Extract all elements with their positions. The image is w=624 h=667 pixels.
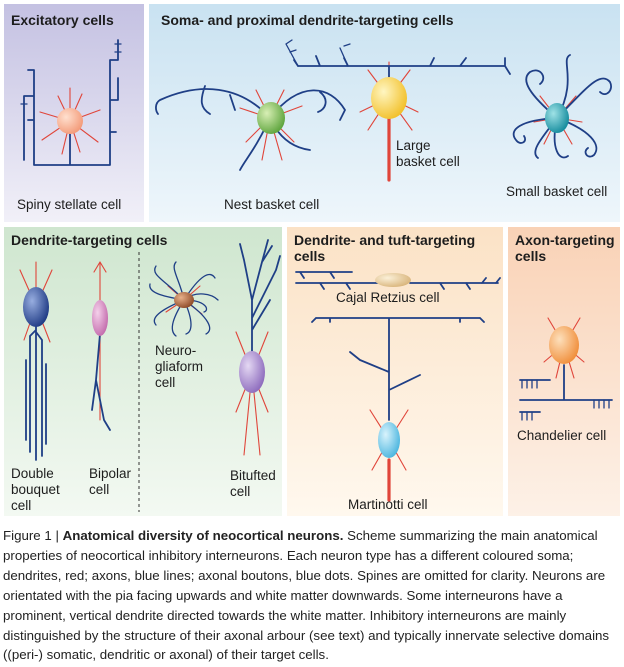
spiny-stellate-soma bbox=[57, 108, 83, 134]
cajal-retzius-soma bbox=[375, 273, 411, 287]
panel-title-tuft-1: Dendrite- and tuft-targeting bbox=[294, 232, 475, 248]
label-martinotti: Martinotti cell bbox=[348, 497, 428, 512]
label-small-basket: Small basket cell bbox=[506, 184, 607, 199]
panel-title-soma: Soma- and proximal dendrite-targeting ce… bbox=[161, 12, 454, 28]
nest-basket-soma bbox=[257, 102, 285, 134]
label-neurogliaform-1: Neuro- bbox=[155, 343, 196, 358]
panel-title-tuft-2: cells bbox=[294, 248, 325, 264]
caption-title: Anatomical diversity of neocortical neur… bbox=[63, 528, 344, 543]
label-chandelier: Chandelier cell bbox=[517, 428, 606, 443]
panel-title-axon-1: Axon-targeting bbox=[515, 232, 615, 248]
panel-title-dendrite: Dendrite-targeting cells bbox=[11, 232, 168, 248]
label-cajal-retzius: Cajal Retzius cell bbox=[336, 290, 440, 305]
label-bipolar-1: Bipolar bbox=[89, 466, 132, 481]
figure-caption: Figure 1 | Anatomical diversity of neoco… bbox=[3, 526, 619, 665]
label-double-bouquet-2: bouquet bbox=[11, 482, 60, 497]
caption-body: Scheme summarizing the main anatomical p… bbox=[3, 528, 609, 662]
bipolar-soma bbox=[92, 300, 108, 336]
label-bitufted-1: Bitufted bbox=[230, 468, 276, 483]
large-basket-soma bbox=[371, 77, 407, 119]
panel-tuft-targeting bbox=[287, 227, 503, 516]
martinotti-soma bbox=[378, 422, 400, 458]
neurogliaform-soma bbox=[174, 292, 194, 308]
small-basket-soma bbox=[545, 103, 569, 133]
label-bitufted-2: cell bbox=[230, 484, 250, 499]
label-double-bouquet-3: cell bbox=[11, 498, 31, 513]
label-neurogliaform-2: gliaform bbox=[155, 359, 203, 374]
bitufted-soma bbox=[239, 351, 265, 393]
label-neurogliaform-3: cell bbox=[155, 375, 175, 390]
panel-title-excitatory: Excitatory cells bbox=[11, 12, 114, 28]
panel-title-axon-2: cells bbox=[515, 248, 546, 264]
caption-prefix: Figure 1 | bbox=[3, 528, 63, 543]
chandelier-soma bbox=[549, 326, 579, 364]
label-double-bouquet-1: Double bbox=[11, 466, 54, 481]
label-large-basket-2: basket cell bbox=[396, 154, 460, 169]
label-large-basket-1: Large bbox=[396, 138, 431, 153]
label-spiny-stellate: Spiny stellate cell bbox=[17, 197, 121, 212]
label-bipolar-2: cell bbox=[89, 482, 109, 497]
double-bouquet-soma bbox=[23, 287, 49, 327]
label-nest-basket: Nest basket cell bbox=[224, 197, 319, 212]
neuron-diagram: Excitatory cells Soma- and proximal dend… bbox=[0, 0, 624, 520]
